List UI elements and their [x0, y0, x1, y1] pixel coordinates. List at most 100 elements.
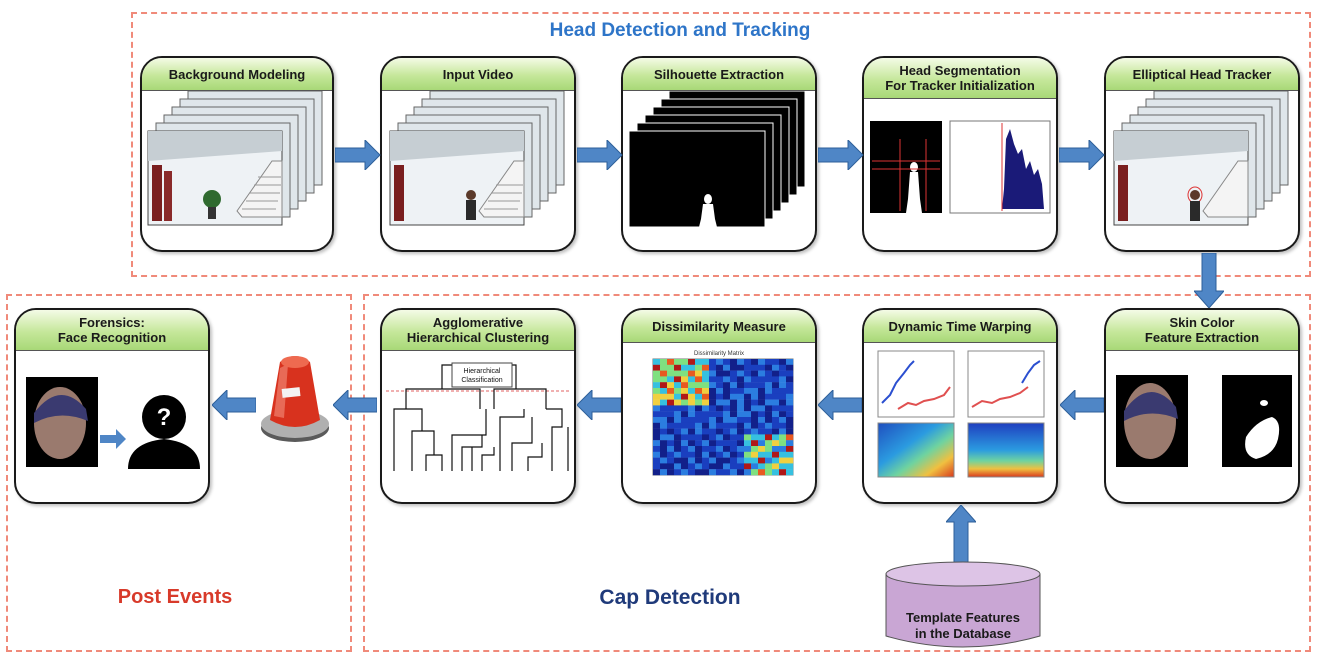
- database-label: Template Features in the Database: [906, 610, 1020, 641]
- matrix-cell: [716, 434, 724, 441]
- matrix-cell: [681, 422, 689, 429]
- matrix-cell: [723, 376, 731, 383]
- matrix-cell: [667, 411, 675, 418]
- matrix-cell: [737, 440, 745, 447]
- matrix-cell: [765, 469, 773, 476]
- matrix-cell: [653, 364, 661, 371]
- matrix-cell: [716, 440, 724, 447]
- matrix-cell: [786, 399, 794, 406]
- matrix-cell: [674, 440, 682, 447]
- matrix-cell: [702, 388, 710, 394]
- matrix-cell: [744, 370, 752, 377]
- matrix-cell: [688, 451, 696, 458]
- cap-detection-title: Cap Detection: [599, 586, 741, 609]
- matrix-cell: [667, 417, 675, 423]
- matrix-cell: [674, 457, 682, 464]
- matrix-cell: [765, 422, 773, 429]
- matrix-cell: [709, 417, 717, 423]
- matrix-cell: [681, 417, 689, 423]
- matrix-cell: [653, 463, 661, 470]
- matrix-cell: [765, 411, 773, 418]
- matrix-cell: [751, 399, 759, 406]
- dissimilarity-measure-header: Dissimilarity Measure: [623, 310, 815, 343]
- matrix-cell: [709, 370, 717, 377]
- matrix-cell: [695, 428, 703, 435]
- matrix-cell: [751, 376, 759, 383]
- matrix-cell: [702, 434, 710, 441]
- arrow-clustering-to-siren: [333, 390, 377, 420]
- matrix-cell: [667, 399, 675, 406]
- matrix-cell: [702, 399, 710, 406]
- matrix-cell: [751, 393, 759, 400]
- matrix-cell: [744, 463, 752, 470]
- matrix-cell: [716, 364, 724, 371]
- matrix-cell: [674, 463, 682, 470]
- matrix-cell: [667, 434, 675, 441]
- matrix-cell: [786, 451, 794, 458]
- matrix-cell: [737, 446, 745, 452]
- matrix-cell: [730, 463, 738, 470]
- arrow-dtw-to-dissimilarity: [818, 390, 862, 420]
- matrix-cell: [751, 388, 759, 394]
- matrix-cell: [695, 440, 703, 447]
- matrix-cell: [758, 399, 766, 406]
- matrix-cell: [751, 446, 759, 452]
- matrix-cell: [772, 446, 780, 452]
- matrix-cell: [737, 428, 745, 435]
- matrix-cell: [660, 417, 668, 423]
- siren-alarm-icon: [261, 356, 329, 442]
- matrix-cell: [772, 388, 780, 394]
- matrix-cell: [786, 393, 794, 400]
- matrix-cell: [681, 393, 689, 400]
- matrix-cell: [723, 364, 731, 371]
- matrix-cell: [737, 388, 745, 394]
- matrix-cell: [772, 376, 780, 383]
- matrix-cell: [695, 422, 703, 429]
- matrix-cell: [758, 376, 766, 383]
- matrix-cell: [695, 376, 703, 383]
- matrix-cell: [779, 388, 787, 394]
- matrix-cell: [723, 417, 731, 423]
- matrix-cell: [751, 451, 759, 458]
- matrix-cell: [660, 411, 668, 418]
- matrix-cell: [730, 422, 738, 429]
- matrix-cell: [744, 364, 752, 371]
- matrix-cell: [730, 446, 738, 452]
- matrix-cell: [674, 451, 682, 458]
- matrix-cell: [660, 393, 668, 400]
- head-segmentation-box: Head Segmentation For Tracker Initializa…: [862, 56, 1058, 252]
- matrix-cell: [716, 388, 724, 394]
- matrix-cell: [765, 359, 773, 365]
- matrix-cell: [653, 405, 661, 412]
- matrix-cell: [660, 434, 668, 441]
- matrix-cell: [779, 399, 787, 406]
- matrix-cell: [737, 370, 745, 377]
- matrix-cell: [737, 359, 745, 365]
- matrix-cell: [709, 451, 717, 458]
- matrix-cell: [765, 376, 773, 383]
- matrix-cell: [730, 364, 738, 371]
- matrix-cell: [758, 388, 766, 394]
- matrix-cell: [681, 451, 689, 458]
- matrix-cell: [772, 364, 780, 371]
- matrix-cell: [786, 457, 794, 464]
- matrix-cell: [737, 411, 745, 418]
- matrix-cell: [653, 411, 661, 418]
- matrix-cell: [751, 434, 759, 441]
- matrix-cell: [688, 422, 696, 429]
- dynamic-time-warping-box: Dynamic Time Warping: [862, 308, 1058, 504]
- matrix-cell: [744, 446, 752, 452]
- matrix-cell: [695, 382, 703, 389]
- matrix-cell: [744, 376, 752, 383]
- matrix-cell: [779, 411, 787, 418]
- matrix-cell: [709, 393, 717, 400]
- matrix-cell: [765, 399, 773, 406]
- matrix-cell: [660, 382, 668, 389]
- matrix-cell: [744, 411, 752, 418]
- matrix-cell: [772, 370, 780, 377]
- matrix-cell: [674, 446, 682, 452]
- matrix-cell: [688, 370, 696, 377]
- matrix-cell: [765, 364, 773, 371]
- matrix-cell: [723, 405, 731, 412]
- input-video-frames: [389, 91, 565, 226]
